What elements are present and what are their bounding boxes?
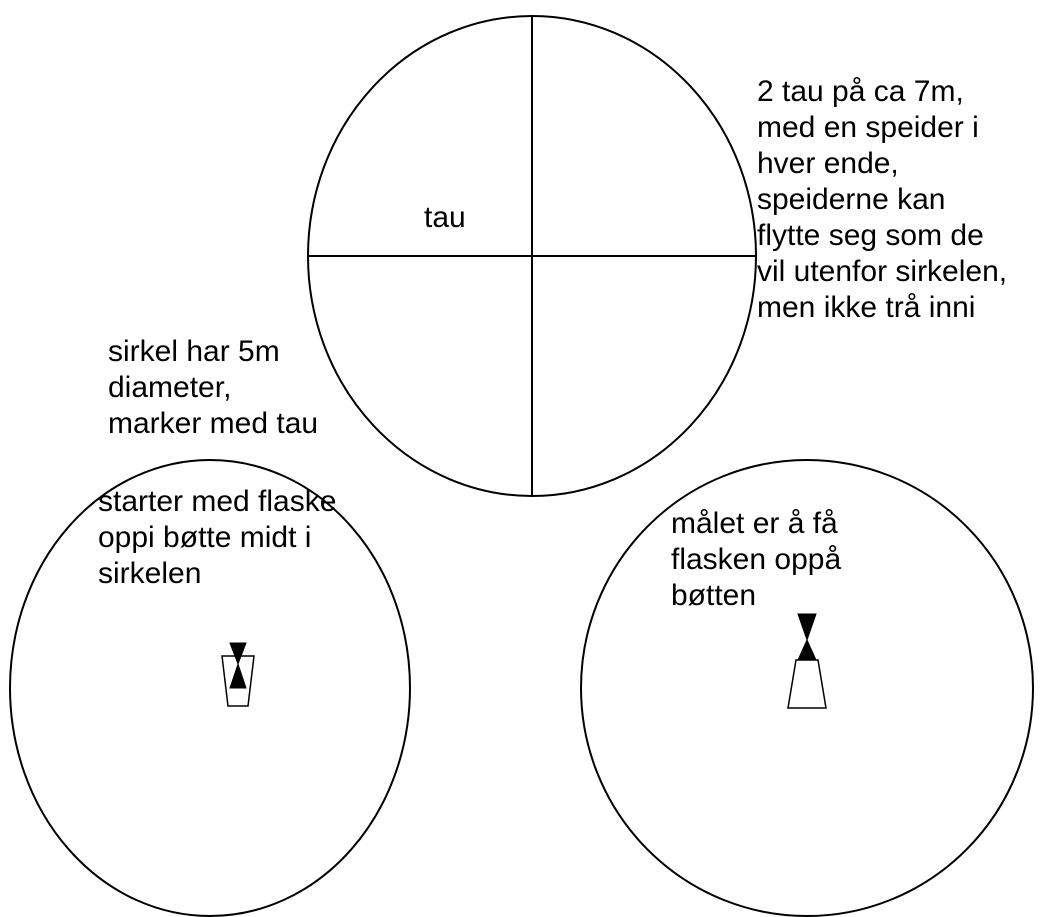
start-note: starter med flaske oppi bøtte midt i sir…: [98, 484, 336, 592]
goal-note-line: flasken oppå: [671, 543, 842, 576]
ropes-note-line: flytte seg som de: [757, 219, 984, 252]
start-note-line: starter med flaske: [98, 485, 337, 518]
start-circle-group: [9, 459, 411, 917]
goal-note-line: bøtten: [671, 579, 757, 612]
goal-note-line: målet er å få: [671, 507, 838, 540]
goal-circle-group: [580, 459, 1034, 917]
start-note-line: oppi bøtte midt i: [98, 521, 312, 554]
circle-note-line: diameter,: [108, 371, 232, 404]
ropes-note: 2 tau på ca 7m, med en speider i hver en…: [757, 74, 1007, 326]
ropes-note-line: speiderne kan: [757, 183, 946, 216]
rope-label: tau: [424, 200, 466, 236]
ropes-note-line: men ikke trå inni: [757, 291, 976, 324]
ropes-note-line: hver ende,: [757, 147, 899, 180]
start-circle: [9, 459, 411, 917]
ropes-note-line: 2 tau på ca 7m,: [757, 75, 964, 108]
rope-label-text: tau: [424, 201, 466, 234]
goal-note: målet er å få flasken oppå bøtten: [671, 506, 841, 614]
bottle-icon: [229, 642, 247, 689]
ropes-note-line: med en speider i: [757, 111, 979, 144]
circle-note-line: marker med tau: [108, 407, 319, 440]
rope-circle-group: [307, 15, 757, 497]
bottle-icon: [797, 613, 817, 661]
ropes-note-line: vil utenfor sirkelen,: [757, 255, 1008, 288]
circle-note: sirkel har 5m diameter, marker med tau: [108, 334, 318, 442]
start-note-line: sirkelen: [98, 557, 202, 590]
circle-note-line: sirkel har 5m: [108, 335, 280, 368]
